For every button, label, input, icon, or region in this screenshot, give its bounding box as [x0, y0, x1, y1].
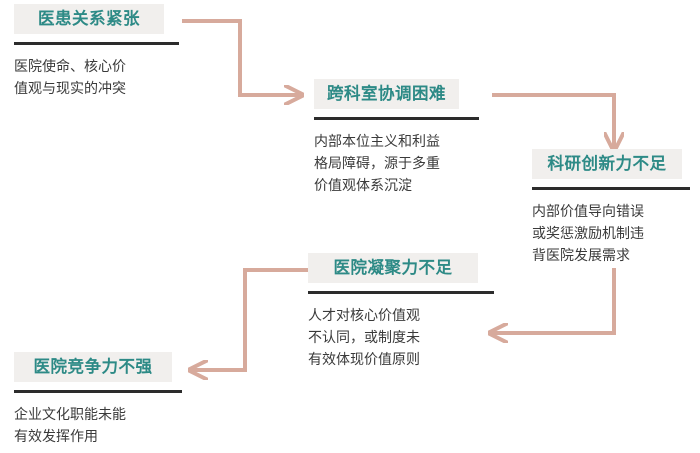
desc-line: 企业文化职能未能	[14, 407, 126, 423]
arrow-1-to-2	[182, 19, 300, 95]
node-description: 企业文化职能未能 有效发挥作用	[14, 404, 126, 448]
arrow-4-to-5	[192, 268, 308, 370]
node-description: 内部本位主义和利益 格局障碍，源于多重 价值观体系沉淀	[314, 131, 440, 197]
desc-line: 或奖惩激励机制违	[532, 226, 644, 242]
desc-line: 内部本位主义和利益	[314, 134, 440, 150]
node-title: 医院凝聚力不足	[308, 253, 478, 283]
title-underline	[14, 390, 182, 393]
node-title: 科研创新力不足	[532, 149, 682, 179]
node-title: 医院竞争力不强	[14, 352, 172, 382]
arrow-3-to-4	[492, 268, 616, 333]
desc-line: 背医院发展需求	[532, 248, 630, 264]
desc-line: 医院使命、核心价	[14, 59, 126, 75]
node-description: 人才对核心价值观 不认同，或制度未 有效体现价值原则	[308, 305, 420, 371]
node-description: 医院使命、核心价 值观与现实的冲突	[14, 56, 126, 100]
desc-line: 人才对核心价值观	[308, 308, 420, 324]
title-underline	[308, 291, 494, 294]
title-underline	[314, 117, 479, 120]
desc-line: 有效发挥作用	[14, 429, 98, 445]
desc-line: 格局障碍，源于多重	[314, 156, 440, 172]
node-title: 跨科室协调困难	[314, 79, 459, 109]
arrow-2-to-3	[492, 93, 614, 148]
desc-line: 价值观体系沉淀	[314, 178, 412, 194]
node-description: 内部价值导向错误 或奖惩激励机制违 背医院发展需求	[532, 201, 644, 267]
title-underline	[532, 187, 690, 190]
desc-line: 不认同，或制度未	[308, 330, 420, 346]
desc-line: 有效体现价值原则	[308, 352, 420, 368]
desc-line: 值观与现实的冲突	[14, 81, 126, 97]
desc-line: 内部价值导向错误	[532, 204, 644, 220]
node-title: 医患关系紧张	[14, 4, 164, 34]
title-underline	[14, 42, 179, 45]
